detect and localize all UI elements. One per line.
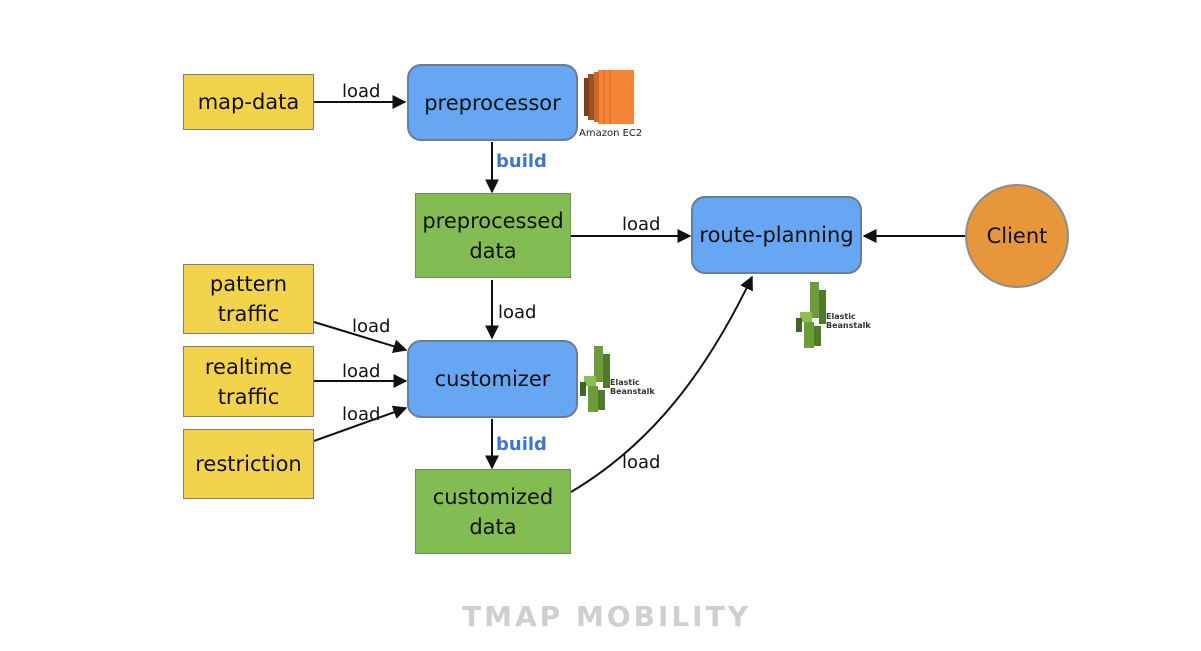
elastic-beanstalk-caption-line1: Elastic: [826, 312, 856, 321]
edge-label-map-to-preprocessor: load: [342, 81, 381, 102]
edge-pattern-to-customizer: [313, 321, 408, 354]
elastic-beanstalk-icon: [796, 282, 826, 348]
customized-data-node: customized data: [415, 469, 571, 554]
preprocessor-node: preprocessor: [407, 64, 578, 141]
preprocessor-label: preprocessor: [424, 90, 561, 115]
elastic-beanstalk-caption: Elastic Beanstalk: [610, 378, 655, 396]
customized-data-label-line2: data: [469, 514, 517, 539]
edge-customized-to-route: [570, 275, 753, 493]
amazon-ec2-caption: Amazon EC2: [579, 128, 643, 139]
edge-label-customizer-build: build: [496, 434, 547, 455]
customizer-node: customizer: [407, 340, 578, 418]
customized-data-label-line1: customized: [432, 484, 554, 509]
pattern-traffic-label-line2: traffic: [217, 302, 280, 326]
amazon-ec2-icon: [584, 70, 634, 124]
client-label: Client: [986, 224, 1048, 248]
route-planning-label: route-planning: [699, 223, 854, 247]
edge-label-preprocessor-build: build: [496, 151, 547, 172]
edge-label-restriction-to-customizer: load: [342, 404, 381, 425]
customizer-label: customizer: [434, 367, 551, 391]
restriction-label: restriction: [195, 452, 302, 476]
pattern-traffic-node: pattern traffic: [183, 264, 314, 334]
route-planning-node: route-planning: [691, 196, 862, 274]
tmap-mobility-logo: TMAP MOBILITY: [462, 600, 751, 633]
preprocessed-data-label-line1: preprocessed: [422, 208, 564, 233]
map-data-label: map-data: [197, 90, 300, 114]
pattern-traffic-label-line1: pattern: [209, 272, 288, 296]
client-node: Client: [965, 184, 1069, 288]
edge-restriction-to-customizer: [313, 405, 408, 442]
elastic-beanstalk-icon: [580, 346, 610, 412]
edge-label-realtime-to-customizer: load: [342, 361, 381, 382]
realtime-traffic-label-line2: traffic: [217, 384, 280, 409]
realtime-traffic-node: realtime traffic: [183, 346, 314, 417]
elastic-beanstalk-caption-line2: Beanstalk: [826, 321, 871, 330]
restriction-node: restriction: [183, 429, 314, 499]
elastic-beanstalk-caption-line1: Elastic: [610, 378, 640, 387]
preprocessed-data-label-line2: data: [469, 238, 517, 263]
preprocessed-data-node: preprocessed data: [415, 193, 571, 278]
elastic-beanstalk-caption: Elastic Beanstalk: [826, 312, 871, 330]
map-data-node: map-data: [183, 74, 314, 130]
edge-label-preprocessed-to-customizer: load: [498, 302, 537, 323]
edge-label-preprocessed-to-route: load: [622, 214, 661, 235]
realtime-traffic-label-line1: realtime: [204, 354, 293, 379]
elastic-beanstalk-caption-line2: Beanstalk: [610, 387, 655, 396]
edge-label-customized-to-route: load: [622, 452, 661, 473]
edge-label-pattern-to-customizer: load: [352, 316, 391, 337]
